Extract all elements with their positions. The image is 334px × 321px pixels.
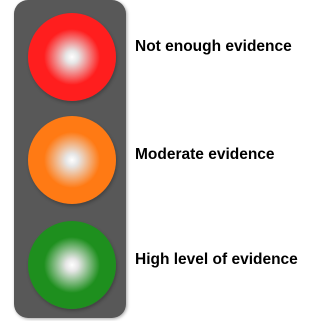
orange-light [28,116,116,204]
green-light [28,221,116,309]
label-high-level-evidence: High level of evidence [135,251,298,268]
red-light [28,13,116,101]
label-not-enough-evidence: Not enough evidence [135,38,292,55]
label-moderate-evidence: Moderate evidence [135,146,275,163]
